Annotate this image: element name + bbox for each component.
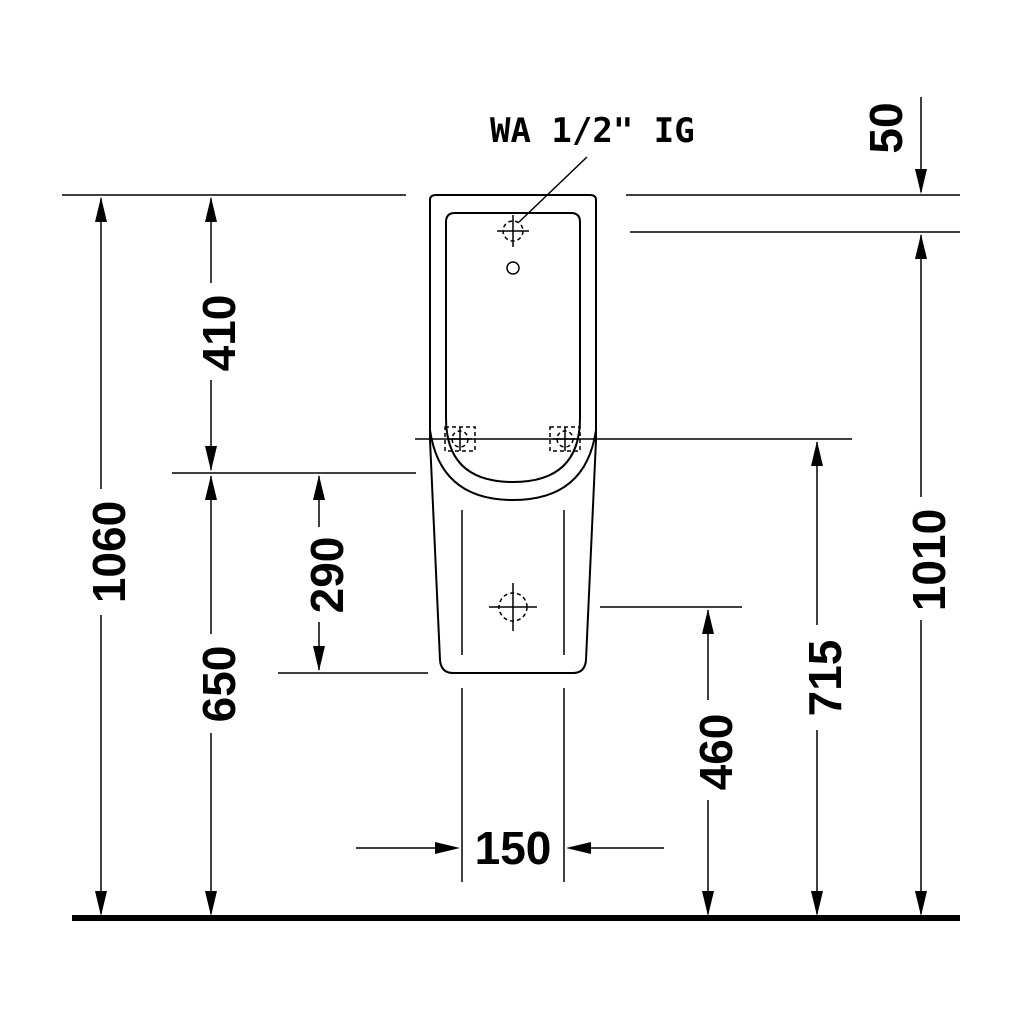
svg-text:460: 460 bbox=[690, 714, 742, 791]
dimension-460: 460 bbox=[690, 609, 742, 916]
svg-text:650: 650 bbox=[193, 646, 245, 723]
dimension-650: 650 bbox=[193, 475, 245, 916]
dimension-1010: 1010 bbox=[903, 234, 955, 916]
dimension-150: 150 bbox=[356, 822, 664, 874]
svg-text:290: 290 bbox=[301, 537, 353, 614]
water-inlet-symbol bbox=[497, 215, 529, 247]
urinal-outline bbox=[429, 194, 597, 882]
dimension-715: 715 bbox=[799, 441, 851, 916]
svg-text:1060: 1060 bbox=[83, 501, 135, 603]
dimension-410: 410 bbox=[193, 197, 245, 471]
dimension-1060: 1060 bbox=[83, 197, 135, 916]
annotation-label: WA 1/2" IG bbox=[490, 111, 695, 151]
dimension-50: 50 bbox=[860, 97, 927, 194]
svg-text:715: 715 bbox=[799, 640, 851, 717]
svg-text:50: 50 bbox=[860, 102, 912, 153]
small-hole bbox=[506, 261, 520, 275]
svg-text:150: 150 bbox=[475, 822, 552, 874]
svg-text:1010: 1010 bbox=[903, 509, 955, 611]
outlet-symbol bbox=[489, 583, 537, 631]
dimension-290: 290 bbox=[301, 475, 353, 671]
svg-text:410: 410 bbox=[193, 295, 245, 372]
annotation-leader bbox=[518, 156, 588, 223]
